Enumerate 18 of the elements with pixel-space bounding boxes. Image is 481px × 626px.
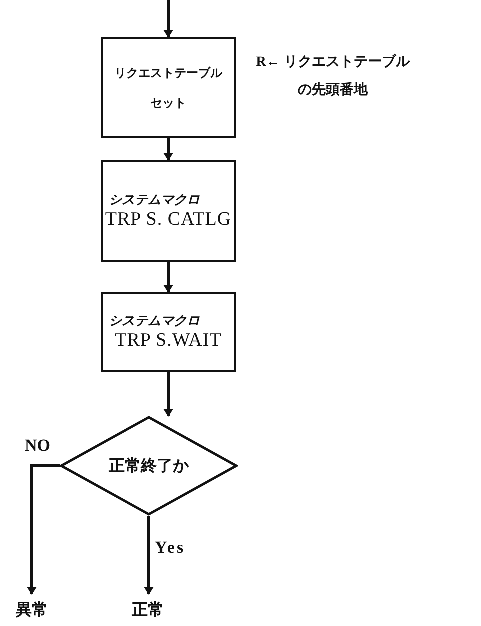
process-box	[101, 37, 236, 138]
box-label: TRP S. CATLG	[105, 209, 232, 231]
box-label: リクエストテーブルセット	[114, 64, 224, 112]
arrow	[164, 262, 174, 293]
end-label: 正常	[132, 600, 164, 620]
decision-label: 正常終了か	[109, 456, 189, 476]
process-box	[101, 292, 236, 372]
box-heading: システムマクロ	[109, 191, 200, 209]
end-label: 異常	[16, 600, 48, 620]
arrow	[164, 138, 174, 161]
process-box	[101, 160, 236, 262]
arrow	[164, 372, 174, 417]
box-heading: システムマクロ	[109, 312, 200, 330]
box-label: TRP S.WAIT	[115, 330, 222, 352]
side-note: R← リクエストテーブルの先頭番地	[255, 53, 412, 100]
arrow	[164, 0, 174, 38]
arrow	[27, 464, 60, 595]
arrow	[144, 516, 154, 595]
